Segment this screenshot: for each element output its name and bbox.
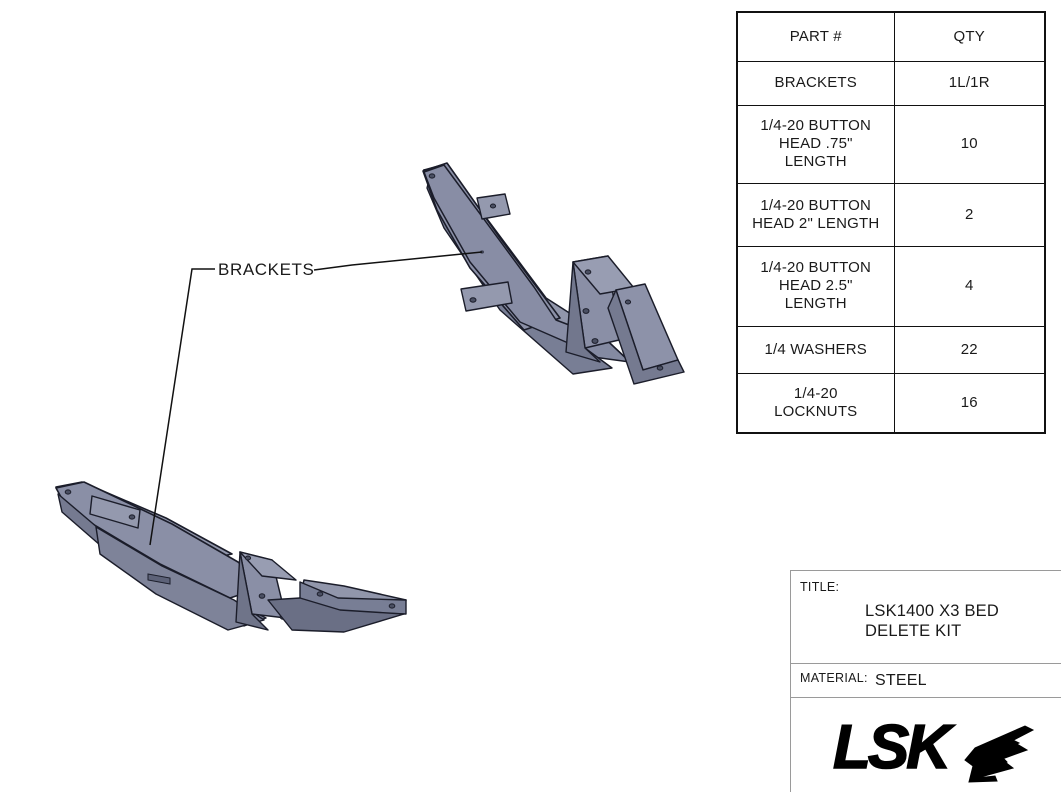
bracket-upper-tail-face [607,289,685,385]
bracket-lower-riser-flange-hole [244,555,252,561]
bom-cell-qty: 1L/1R [893,60,1046,106]
bom-cell-qty: 16 [893,372,1046,434]
bracket-lower-riser-hole-1 [258,593,266,599]
bom-cell-part: 1/4-20 BUTTON HEAD 2" LENGTH [736,182,895,247]
bom-header-part: PART # [736,11,895,62]
bracket-lower-riser-face [235,551,269,631]
table-row: 1/4-20 LOCKNUTS 16 [736,372,1046,434]
bom-header-row: PART # QTY [736,11,1046,62]
bracket-upper-tail-hole-2 [656,365,664,371]
brackets-leader-right [313,251,483,271]
bracket-lower-tail-hole-2 [388,603,396,609]
material-label: MATERIAL: [800,671,868,685]
lsk-logo: LSK LSK [831,711,1035,785]
bom-cell-part: 1/4-20 BUTTON HEAD 2.5" LENGTH [736,245,895,327]
material-value: STEEL [875,672,927,689]
bracket-lower-tail-underside [267,597,405,633]
bracket-upper-tab-mid-hole [469,297,477,303]
bill-of-materials-table: PART # QTY BRACKETS 1L/1R 1/4-20 BUTTON … [736,11,1046,434]
bracket-lower-notch [147,573,171,585]
title-block: TITLE: LSK1400 X3 BED DELETE KIT MATERIA… [790,570,1061,792]
bracket-upper-riser-flange-hole [584,269,592,275]
brackets-leader-lines [149,251,483,546]
lsk-logo-text-outline: LSK [833,713,955,782]
drawing-canvas: BRACKETS [55,162,685,633]
bom-cell-qty: 2 [893,182,1046,247]
bracket-lower-tab-left-hole [128,514,136,520]
bracket-upper-riser-face [565,261,601,363]
bom-cell-part: 1/4-20 BUTTON HEAD .75" LENGTH [736,104,895,184]
bracket-upper-tab-top-hole [489,203,497,209]
title-block-title-row: TITLE: LSK1400 X3 BED DELETE KIT [791,571,1061,664]
title-block-material-row: MATERIAL: STEEL [791,664,1061,698]
brackets-callout-label: BRACKETS [218,260,314,279]
bracket-upper-riser-hole-2 [591,338,599,344]
bom-cell-part: 1/4 WASHERS [736,325,895,374]
bom-cell-qty: 22 [893,325,1046,374]
table-row: 1/4 WASHERS 22 [736,325,1046,374]
bom-cell-qty: 10 [893,104,1046,184]
bracket-part-upper [422,162,685,385]
brackets-leader-left [149,268,215,546]
bracket-lower-end-hole [64,489,72,495]
assembly-illustration-svg: BRACKETS [55,162,685,633]
drawing-title: LSK1400 X3 BED DELETE KIT [865,602,999,641]
bracket-upper-end-hole [428,173,436,179]
bracket-upper-tail-hole-1 [624,299,632,305]
bracket-lower-riser-flange [239,551,297,581]
bom-cell-part: BRACKETS [736,60,895,106]
table-row: 1/4-20 BUTTON HEAD 2.5" LENGTH 4 [736,245,1046,327]
bom-cell-qty: 4 [893,245,1046,327]
table-row: 1/4-20 BUTTON HEAD 2" LENGTH 2 [736,182,1046,247]
bom-cell-part: 1/4-20 LOCKNUTS [736,372,895,434]
bracket-upper-tab-mid [460,281,513,312]
bracket-lower-tail-hole-1 [316,591,324,597]
lsk-wordmark: LSK LSK [831,711,961,785]
title-label: TITLE: [800,580,840,594]
bracket-upper-riser-hole-1 [582,308,590,314]
bracket-lower-tab-left [89,495,141,529]
bracket-part-lower [55,481,407,633]
title-block-logo-row: LSK LSK [791,698,1061,791]
lightning-bolt-icon [964,725,1035,783]
table-row: 1/4-20 BUTTON HEAD .75" LENGTH 10 [736,104,1046,184]
lsk-logo-text: LSK [833,713,955,782]
table-row: BRACKETS 1L/1R [736,60,1046,106]
bom-header-qty: QTY [893,11,1046,62]
